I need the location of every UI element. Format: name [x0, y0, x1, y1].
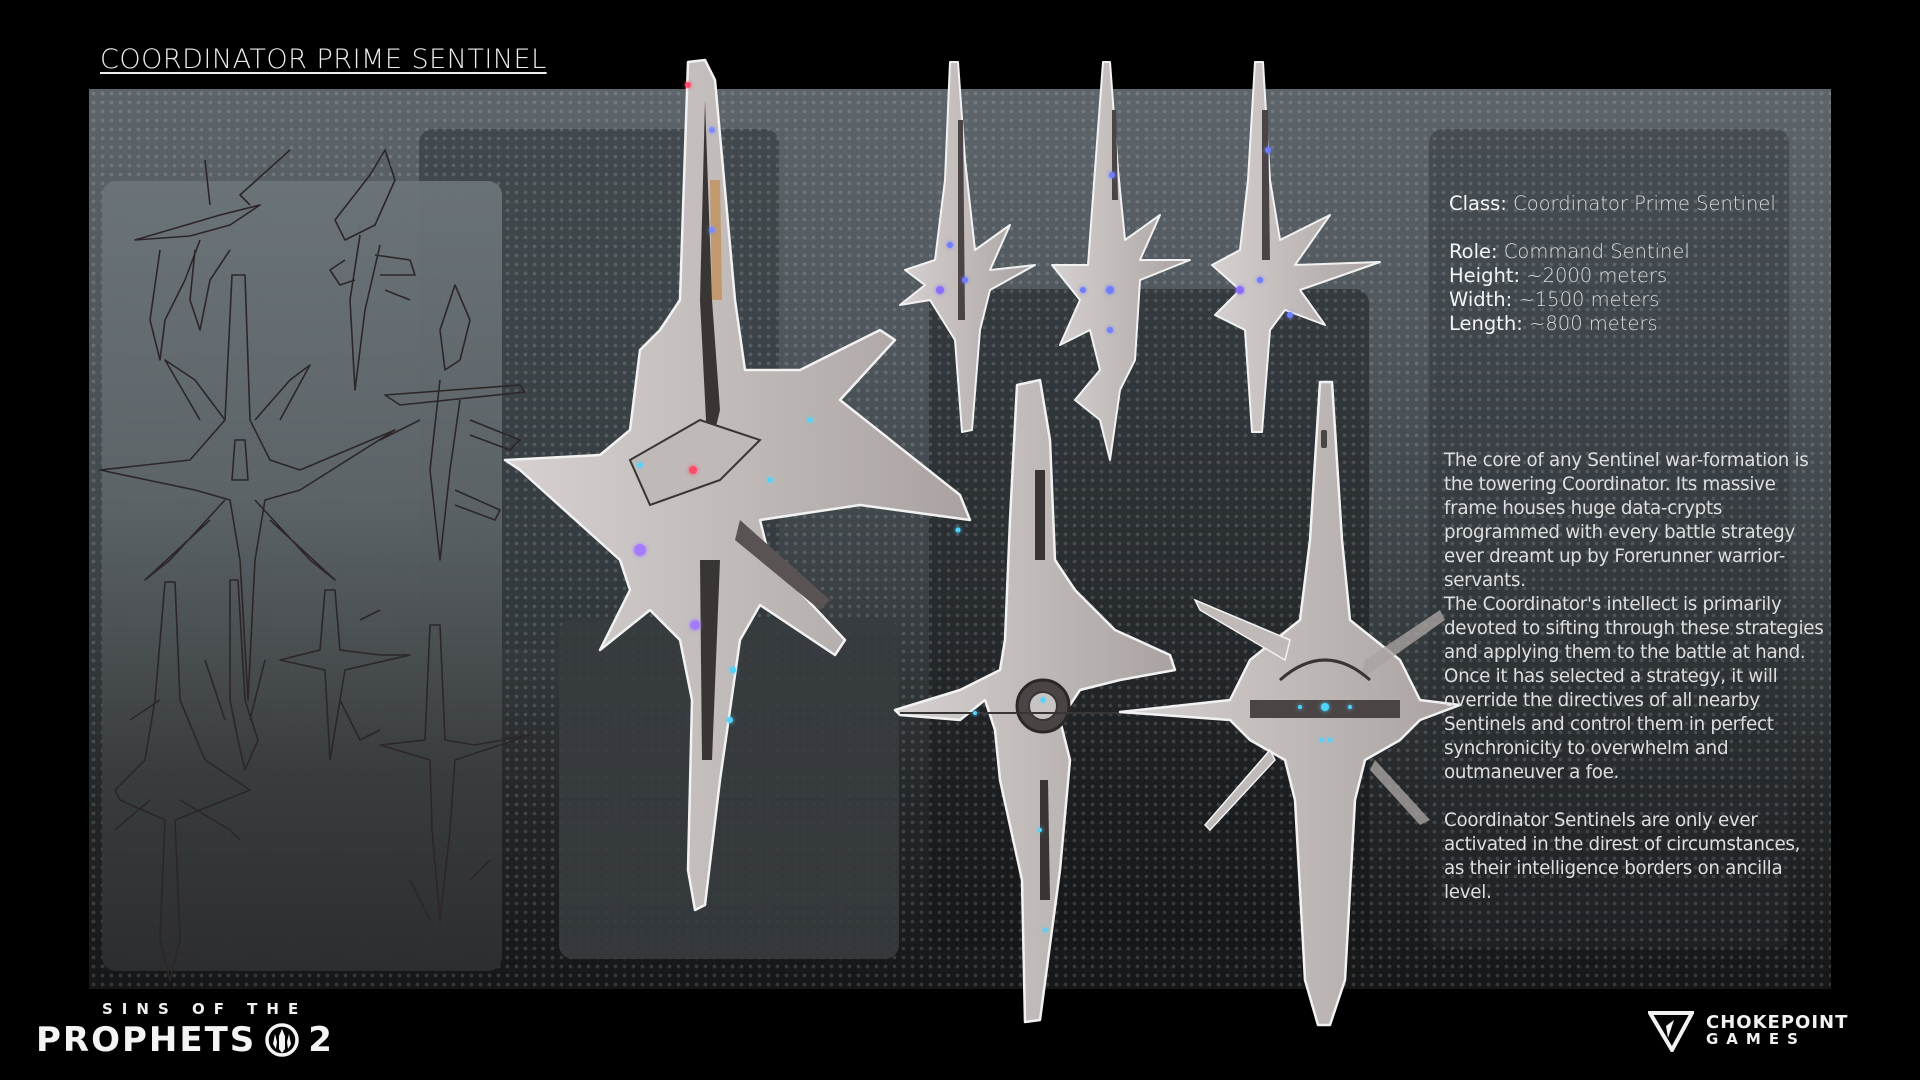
ship-view-top: [893, 378, 1177, 1024]
spec-list: Class: Coordinator Prime Sentinel Role: …: [1449, 192, 1776, 336]
prophets-emblem-icon: [265, 1023, 300, 1057]
lore-paragraph: The core of any Sentinel war-formation i…: [1444, 450, 1809, 591]
game-logo: SINS OF THE PROPHETS 2: [36, 1000, 334, 1060]
ship-view-1: [899, 61, 1036, 433]
ship-view-front: [1118, 380, 1462, 1027]
page-title: COORDINATOR PRIME SENTINEL: [100, 44, 547, 75]
background-panel: [89, 89, 1831, 989]
bg-block: [1429, 129, 1789, 949]
lore-paragraph: Coordinator Sentinels are only ever acti…: [1444, 810, 1801, 903]
lore-description: The core of any Sentinel war-formation i…: [1444, 449, 1824, 905]
studio-name: CHOKEPOINT: [1706, 1012, 1849, 1033]
spec-height: Height: ~2000 meters: [1449, 264, 1668, 287]
spec-length: Length: ~800 meters: [1449, 312, 1658, 335]
sketch-group: [99, 149, 531, 981]
spec-role: Role: Command Sentinel: [1449, 240, 1690, 263]
spec-class: Class: Coordinator Prime Sentinel: [1449, 192, 1776, 215]
ship-main-perspective: [503, 58, 972, 912]
bg-block: [929, 289, 1369, 949]
game-logo-subtitle: SINS OF THE: [102, 1000, 308, 1018]
game-logo-title: PROPHETS: [36, 1020, 257, 1060]
studio-logo: CHOKEPOINT GAMES: [1648, 1010, 1848, 1052]
ship-view-2: [1051, 61, 1191, 461]
studio-name-sub: GAMES: [1706, 1030, 1806, 1048]
ship-view-3: [1211, 61, 1381, 433]
spec-width: Width: ~1500 meters: [1449, 288, 1660, 311]
game-logo-number: 2: [308, 1020, 334, 1060]
lore-paragraph: The Coordinator's intellect is primarily…: [1444, 594, 1824, 783]
chokepoint-chevron-icon: [1648, 1011, 1694, 1052]
